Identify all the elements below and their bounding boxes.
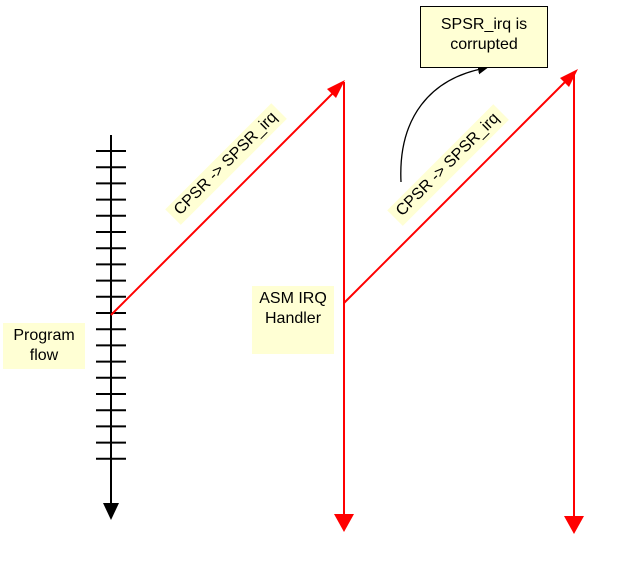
program-flow-arrowhead	[103, 503, 119, 520]
asm-irq-handler-label: ASM IRQ Handler	[252, 286, 334, 354]
interrupt-1-diagonal-arrowhead	[327, 80, 345, 98]
spsr-corrupted-callout: SPSR_irq is corrupted	[420, 6, 548, 68]
interrupt-2-return-arrowhead	[564, 516, 584, 534]
timeline-ticks	[96, 150, 126, 460]
interrupt-2-diagonal	[343, 76, 571, 304]
interrupt-1-return-arrowhead	[334, 514, 354, 532]
corruption-pointer-arrow	[400, 64, 488, 183]
interrupt-1-diagonal	[110, 87, 339, 316]
program-flow-label: Program flow	[3, 323, 85, 369]
